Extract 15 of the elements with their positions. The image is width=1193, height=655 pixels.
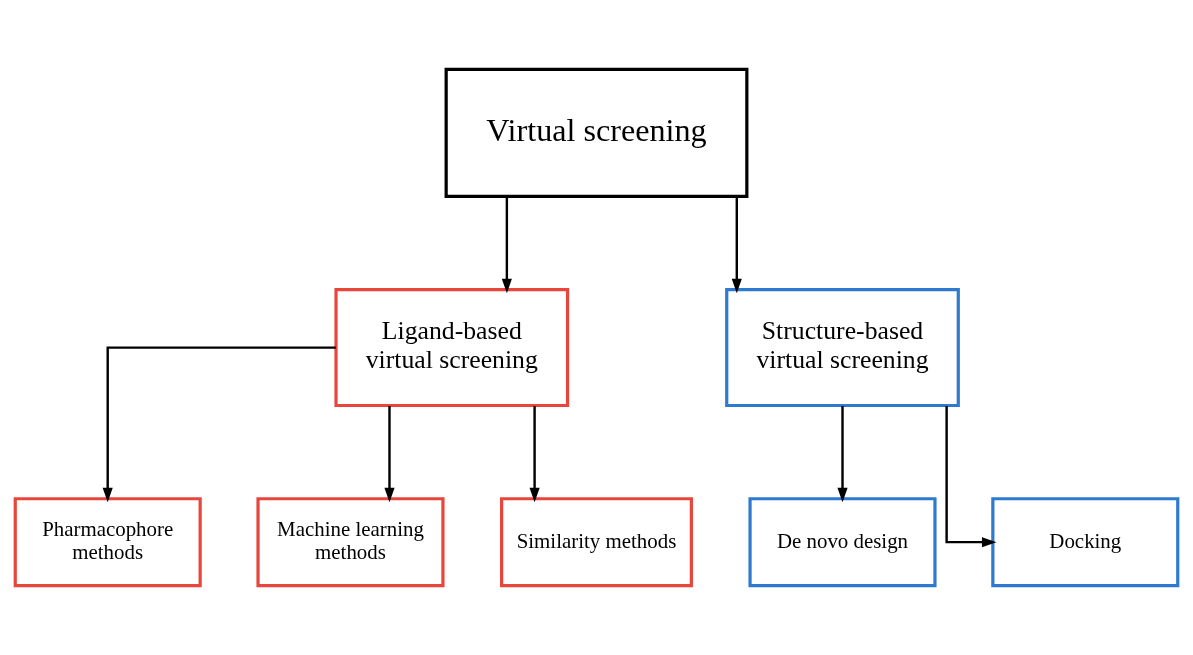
- node-box: Docking: [991, 497, 1180, 588]
- node-box: Ligand-based virtual screening: [334, 288, 570, 408]
- node-box: Virtual screening: [444, 67, 749, 199]
- node-box: Pharmacophore methods: [13, 497, 202, 588]
- node-box: Similarity methods: [500, 497, 693, 588]
- arrow: [501, 196, 512, 294]
- arrow: [945, 405, 997, 548]
- arrow: [102, 346, 336, 503]
- node-box: Structure-based virtual screening: [725, 288, 960, 408]
- node-box: Machine learning methods: [256, 497, 445, 588]
- arrow: [529, 405, 540, 503]
- node-box: De novo design: [748, 497, 937, 588]
- arrow: [384, 405, 395, 503]
- arrow: [731, 196, 742, 294]
- arrow: [837, 405, 848, 503]
